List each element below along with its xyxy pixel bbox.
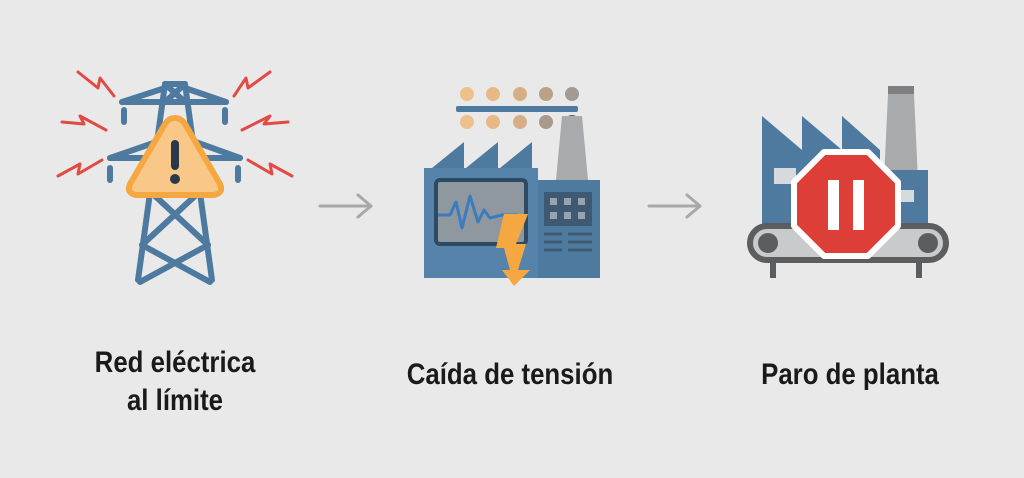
step-voltage-drop: Caída de tensión	[380, 70, 640, 440]
step-plant-stop: Paro de planta	[720, 70, 980, 440]
step-power-grid: Red eléctrica al límite	[50, 60, 300, 440]
factory-stop-pause-icon	[747, 86, 949, 278]
step-label-power-grid: Red eléctrica al límite	[94, 346, 256, 417]
step-label-plant-stop: Paro de planta	[761, 358, 939, 391]
lightning-bolt-icon	[496, 214, 530, 286]
spark-icons	[56, 70, 294, 178]
stop-sign-icon	[791, 149, 901, 259]
step-label-voltage-drop: Caída de tensión	[406, 358, 614, 391]
arrow-right-icon	[647, 193, 702, 219]
pause-icon	[828, 180, 839, 230]
arrow-right-icon	[318, 193, 373, 219]
factory-voltage-drop-icon	[424, 87, 600, 286]
light-bulb-icons	[460, 87, 579, 129]
power-tower-warning-icon	[56, 70, 294, 285]
